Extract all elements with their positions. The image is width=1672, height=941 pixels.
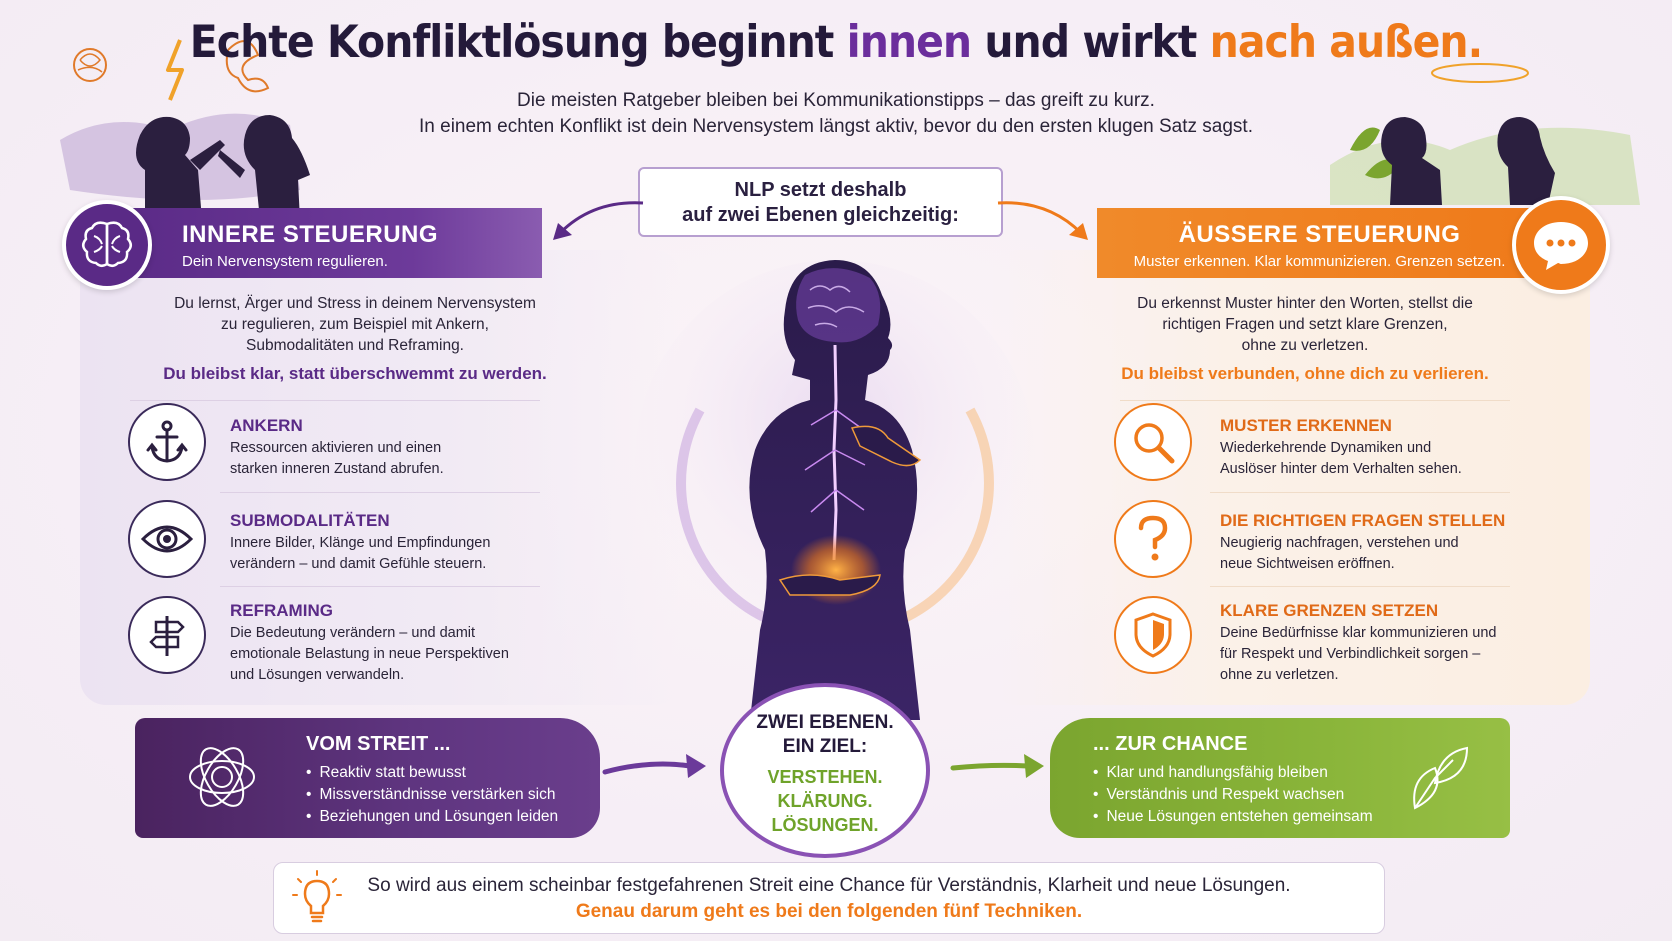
list-item: Beziehungen und Lösungen leiden: [306, 806, 596, 828]
to-chance-title: ... ZUR CHANCE: [1093, 733, 1248, 755]
inner-steering-header: INNERE STEUERUNG Dein Nervensystem regul…: [110, 208, 542, 278]
divider: [130, 400, 540, 401]
goal-list: VERSTEHEN. KLÄRUNG. LÖSUNGEN.: [767, 767, 883, 835]
item-muster-text: Wiederkehrende Dynamiken und Auslöser hi…: [1220, 440, 1462, 477]
eye-icon: [128, 500, 206, 578]
calm-couple-illustration: [1330, 63, 1640, 205]
from-conflict-band: VOM STREIT ... Reaktiv statt bewusst Mis…: [135, 718, 600, 838]
outer-steering-title: ÄUSSERE STEUERUNG: [1178, 221, 1461, 248]
inner-desc-line-1: Du lernst, Ärger und Stress in deinem Ne…: [174, 295, 536, 312]
item-ankern-title: ANKERN: [230, 416, 303, 435]
item-submodalitaeten: SUBMODALITÄTEN Innere Bilder, Klänge und…: [230, 511, 560, 575]
to-chance-band: ... ZUR CHANCE Klar und handlungsfähig b…: [1050, 718, 1510, 838]
footer-line-1: So wird aus einem scheinbar festgefahren…: [367, 875, 1291, 896]
outer-steering-header: ÄUSSERE STEUERUNG Muster erkennen. Klar …: [1097, 208, 1542, 278]
footer-line-2: Genau darum geht es bei den folgenden fü…: [575, 901, 1083, 922]
divider: [220, 492, 540, 493]
divider: [1120, 400, 1510, 401]
item-submodalitaeten-text: Innere Bilder, Klänge und Empfindungen v…: [230, 535, 491, 572]
outer-steering-description: Du erkennst Muster hinter den Worten, st…: [1100, 293, 1510, 356]
nlp-line-2: auf zwei Ebenen gleichzeitig:: [682, 204, 959, 226]
item-grenzen-setzen: KLARE GRENZEN SETZEN Deine Bedürfnisse k…: [1220, 601, 1560, 686]
intro-text: Die meisten Ratgeber bleiben bei Kommuni…: [0, 88, 1672, 140]
intro-line-2: In einem echten Konflikt ist dein Nerven…: [419, 116, 1253, 137]
item-reframing-title: REFRAMING: [230, 601, 333, 620]
item-submodalitaeten-title: SUBMODALITÄTEN: [230, 511, 390, 530]
speech-bubble-icon: [1512, 196, 1610, 294]
outer-desc-line-3: ohne zu verletzen.: [1241, 337, 1369, 354]
inner-desc-line-2: zu regulieren, zum Beispiel mit Ankern,: [221, 316, 489, 333]
list-item: Klar und handlungsfähig bleiben: [1093, 762, 1413, 784]
magnifier-icon: [1114, 403, 1192, 481]
item-ankern-text: Ressourcen aktivieren und einen starken …: [230, 440, 444, 477]
leaves-icon: [1413, 746, 1469, 810]
signpost-icon: [128, 596, 206, 674]
goal-heading: ZWEI EBENEN. EIN ZIEL:: [756, 712, 894, 757]
goal-circle: ZWEI EBENEN. EIN ZIEL: VERSTEHEN. KLÄRUN…: [720, 683, 930, 858]
item-fragen-title: DIE RICHTIGEN FRAGEN STELLEN: [1220, 511, 1506, 530]
anchor-icon: [128, 403, 206, 481]
inner-desc-line-3: Submodalitäten und Reframing.: [246, 337, 464, 354]
to-chance-content: ... ZUR CHANCE Klar und handlungsfähig b…: [1093, 733, 1413, 828]
arrow-right-purple-icon: [602, 754, 706, 778]
item-ankern: ANKERN Ressourcen aktivieren und einen s…: [230, 416, 550, 480]
arrow-to-left-icon: [553, 201, 644, 240]
woman-nervous-system-illustration: [635, 260, 1035, 720]
item-fragen-stellen: DIE RICHTIGEN FRAGEN STELLEN Neugierig n…: [1220, 511, 1560, 575]
item-muster-title: MUSTER ERKENNEN: [1220, 416, 1392, 435]
outer-desc-line-1: Du erkennst Muster hinter den Worten, st…: [1137, 295, 1473, 312]
nlp-line-1: NLP setzt deshalb: [734, 179, 907, 201]
lightbulb-icon: [292, 870, 342, 923]
inner-steering-subtitle: Dein Nervensystem regulieren.: [182, 253, 388, 270]
question-icon: [1114, 500, 1192, 578]
outer-steering-panel: [990, 250, 1590, 705]
outer-steering-subtitle: Muster erkennen. Klar kommunizieren. Gre…: [1133, 253, 1506, 270]
item-reframing: REFRAMING Die Bedeutung verändern – und …: [230, 601, 570, 686]
tangled-knot-icon: [189, 747, 255, 807]
inner-steering-claim: Du bleibst klar, statt überschwemmt zu w…: [163, 364, 547, 383]
list-item: Reaktiv statt bewusst: [306, 762, 596, 784]
page-title: Echte Konfliktlösung beginnt innen und w…: [189, 16, 1484, 68]
list-item: Verständnis und Respekt wachsen: [1093, 784, 1413, 806]
divider: [1210, 586, 1510, 587]
nlp-statement-box: NLP setzt deshalb auf zwei Ebenen gleich…: [638, 167, 1003, 237]
footer-box: So wird aus einem scheinbar festgefahren…: [273, 862, 1385, 934]
title-highlight-innen: innen: [846, 16, 972, 68]
from-conflict-list: Reaktiv statt bewusst Missverständnisse …: [306, 762, 596, 828]
divider: [1210, 492, 1510, 493]
item-reframing-text: Die Bedeutung verändern – und damit emot…: [230, 625, 509, 683]
outer-steering-claim: Du bleibst verbunden, ohne dich zu verli…: [1121, 364, 1489, 383]
list-item: Missverständnisse verstärken sich: [306, 784, 596, 806]
intro-line-1: Die meisten Ratgeber bleiben bei Kommuni…: [517, 90, 1155, 111]
arrow-right-green-icon: [950, 754, 1044, 778]
to-chance-list: Klar und handlungsfähig bleiben Verständ…: [1093, 762, 1413, 828]
divider: [220, 586, 540, 587]
item-grenzen-text: Deine Bedürfnisse klar kommunizieren und…: [1220, 625, 1497, 683]
brain-icon: [62, 200, 152, 290]
arrow-to-right-icon: [997, 201, 1088, 240]
from-conflict-content: VOM STREIT ... Reaktiv statt bewusst Mis…: [306, 733, 596, 828]
title-highlight-aussen: nach außen.: [1209, 16, 1484, 68]
list-item: Neue Lösungen entstehen gemeinsam: [1093, 806, 1413, 828]
item-fragen-text: Neugierig nachfragen, verstehen und neue…: [1220, 535, 1459, 572]
shield-icon: [1114, 596, 1192, 674]
outer-desc-line-2: richtigen Fragen und setzt klare Grenzen…: [1162, 316, 1448, 333]
item-grenzen-title: KLARE GRENZEN SETZEN: [1220, 601, 1439, 620]
inner-steering-title: INNERE STEUERUNG: [182, 221, 439, 248]
from-conflict-title: VOM STREIT ...: [306, 733, 451, 755]
inner-steering-description: Du lernst, Ärger und Stress in deinem Ne…: [150, 293, 560, 356]
arguing-couple-illustration: [60, 39, 310, 220]
item-muster-erkennen: MUSTER ERKENNEN Wiederkehrende Dynamiken…: [1220, 416, 1540, 480]
